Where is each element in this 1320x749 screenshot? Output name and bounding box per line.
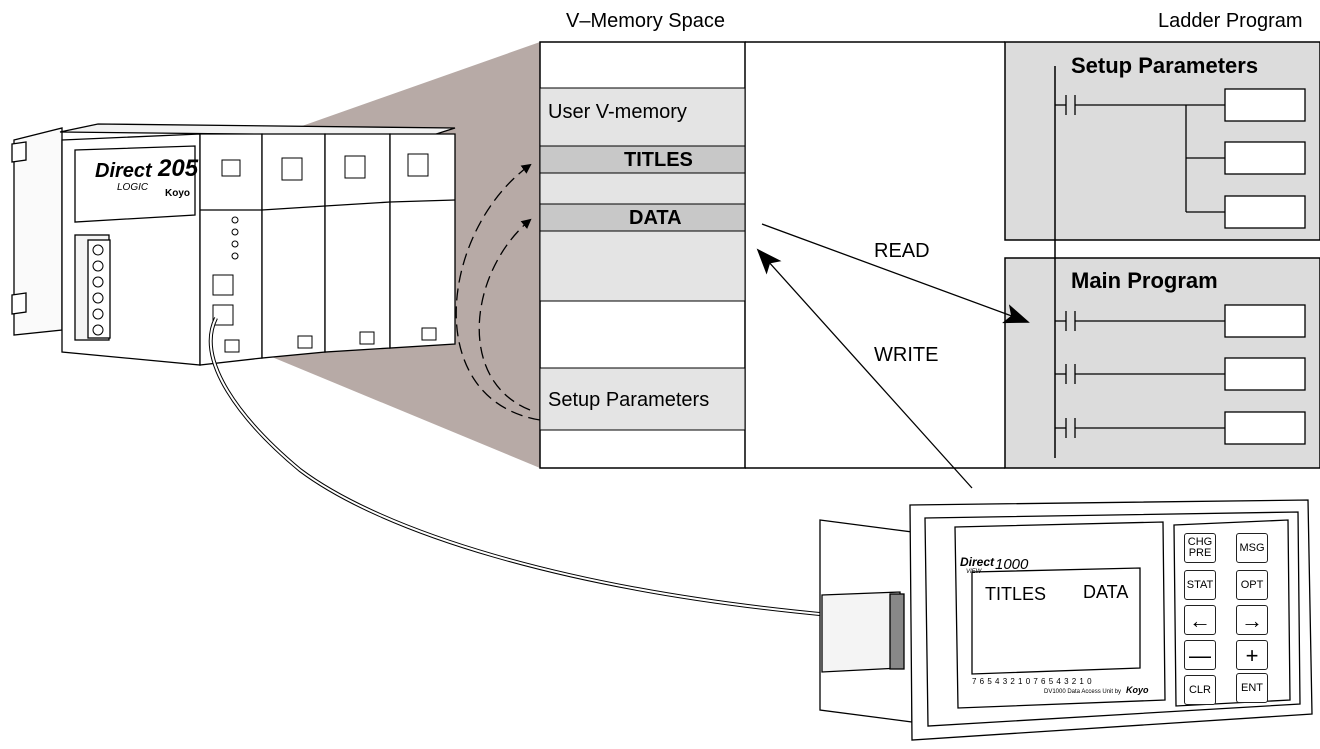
vmemory-titles-label: TITLES (624, 149, 693, 171)
vmemory-column (539, 41, 746, 469)
chg-pre-key[interactable]: CHG PRE (1184, 533, 1216, 563)
plus-key[interactable]: + (1236, 640, 1268, 670)
dashed-arrow-titles (455, 163, 541, 421)
right-arrow-key[interactable]: → (1236, 605, 1268, 635)
plc-rack (11, 123, 456, 366)
ent-key[interactable]: ENT (1236, 673, 1268, 703)
plc-brand-direct: Direct (95, 160, 152, 182)
dashed-arrow-data (478, 218, 532, 411)
plc-brand-logic: LOGIC (117, 182, 149, 193)
vmemory-header: V–Memory Space (566, 10, 725, 32)
write-label: WRITE (874, 344, 939, 366)
left-arrow-key[interactable]: ← (1184, 605, 1216, 635)
vmemory-setup-label: Setup Parameters (548, 389, 710, 411)
read-label: READ (874, 240, 930, 262)
dv-caption: DV1000 Data Access Unit by (1044, 689, 1122, 695)
dv-screen-data: DATA (1083, 582, 1129, 602)
stat-key[interactable]: STAT (1184, 570, 1216, 600)
write-arrow (756, 248, 973, 489)
dv-brand-view: VIEW (966, 569, 982, 575)
dv-caption-brand: Koyo (1126, 685, 1149, 695)
dv-model: 1000 (995, 556, 1029, 573)
msg-key[interactable]: MSG (1236, 533, 1268, 563)
ladder-main-title: Main Program (1071, 268, 1218, 293)
vmemory-user-label: User V-memory (548, 101, 687, 123)
read-arrow (761, 223, 1030, 324)
dv-brand-direct: Direct (960, 555, 995, 569)
plc-brand-number: 205 (158, 155, 199, 182)
vmemory-data-label: DATA (629, 207, 682, 229)
minus-key[interactable]: — (1184, 640, 1216, 670)
dv-bit-numbers: 7 6 5 4 3 2 1 0 7 6 5 4 3 2 1 0 (972, 677, 1093, 686)
opt-key[interactable]: OPT (1236, 570, 1268, 600)
dv-screen-titles: TITLES (985, 584, 1047, 604)
ladder-setup-title: Setup Parameters (1071, 53, 1259, 78)
clr-key[interactable]: CLR (1184, 675, 1216, 705)
ladder-header: Ladder Program (1158, 10, 1303, 32)
plc-brand-koyo: Koyo (165, 188, 190, 199)
